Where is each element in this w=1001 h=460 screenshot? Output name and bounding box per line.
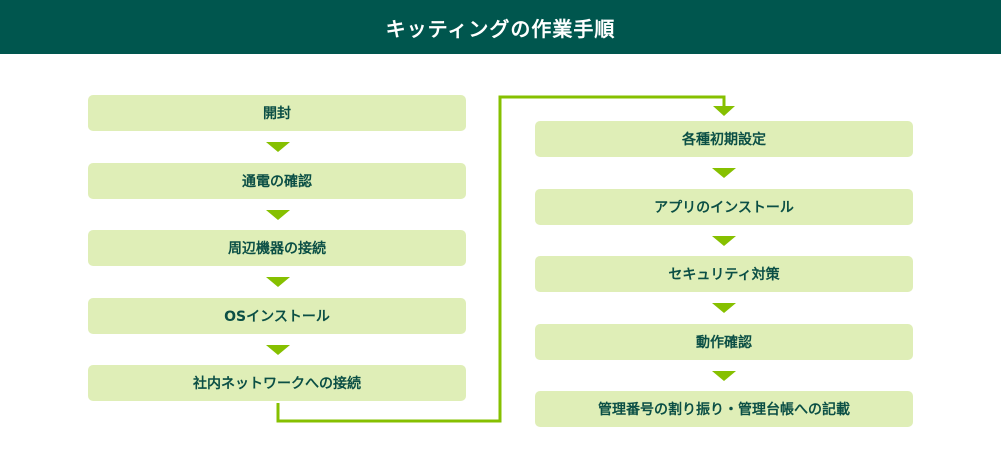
down-arrow-icon <box>712 303 736 313</box>
step-box: 各種初期設定 <box>535 121 913 157</box>
page-title: キッティングの作業手順 <box>0 0 1001 54</box>
step-box: 動作確認 <box>535 324 913 360</box>
down-arrow-icon <box>266 142 290 152</box>
down-arrow-icon <box>266 210 290 220</box>
down-arrow-icon <box>712 371 736 381</box>
step-box: 開封 <box>88 95 466 131</box>
step-box: アプリのインストール <box>535 189 913 225</box>
step-box: セキュリティ対策 <box>535 256 913 292</box>
down-arrow-icon <box>266 277 290 287</box>
step-box: 管理番号の割り振り・管理台帳への記載 <box>535 391 913 427</box>
down-arrow-icon <box>712 168 736 178</box>
step-box: 周辺機器の接続 <box>88 230 466 266</box>
down-arrow-icon <box>712 236 736 246</box>
step-box: OSインストール <box>88 298 466 334</box>
down-arrow-icon <box>266 345 290 355</box>
step-box: 社内ネットワークへの接続 <box>88 365 466 401</box>
step-box: 通電の確認 <box>88 163 466 199</box>
connector-arrowhead-icon <box>713 106 735 116</box>
